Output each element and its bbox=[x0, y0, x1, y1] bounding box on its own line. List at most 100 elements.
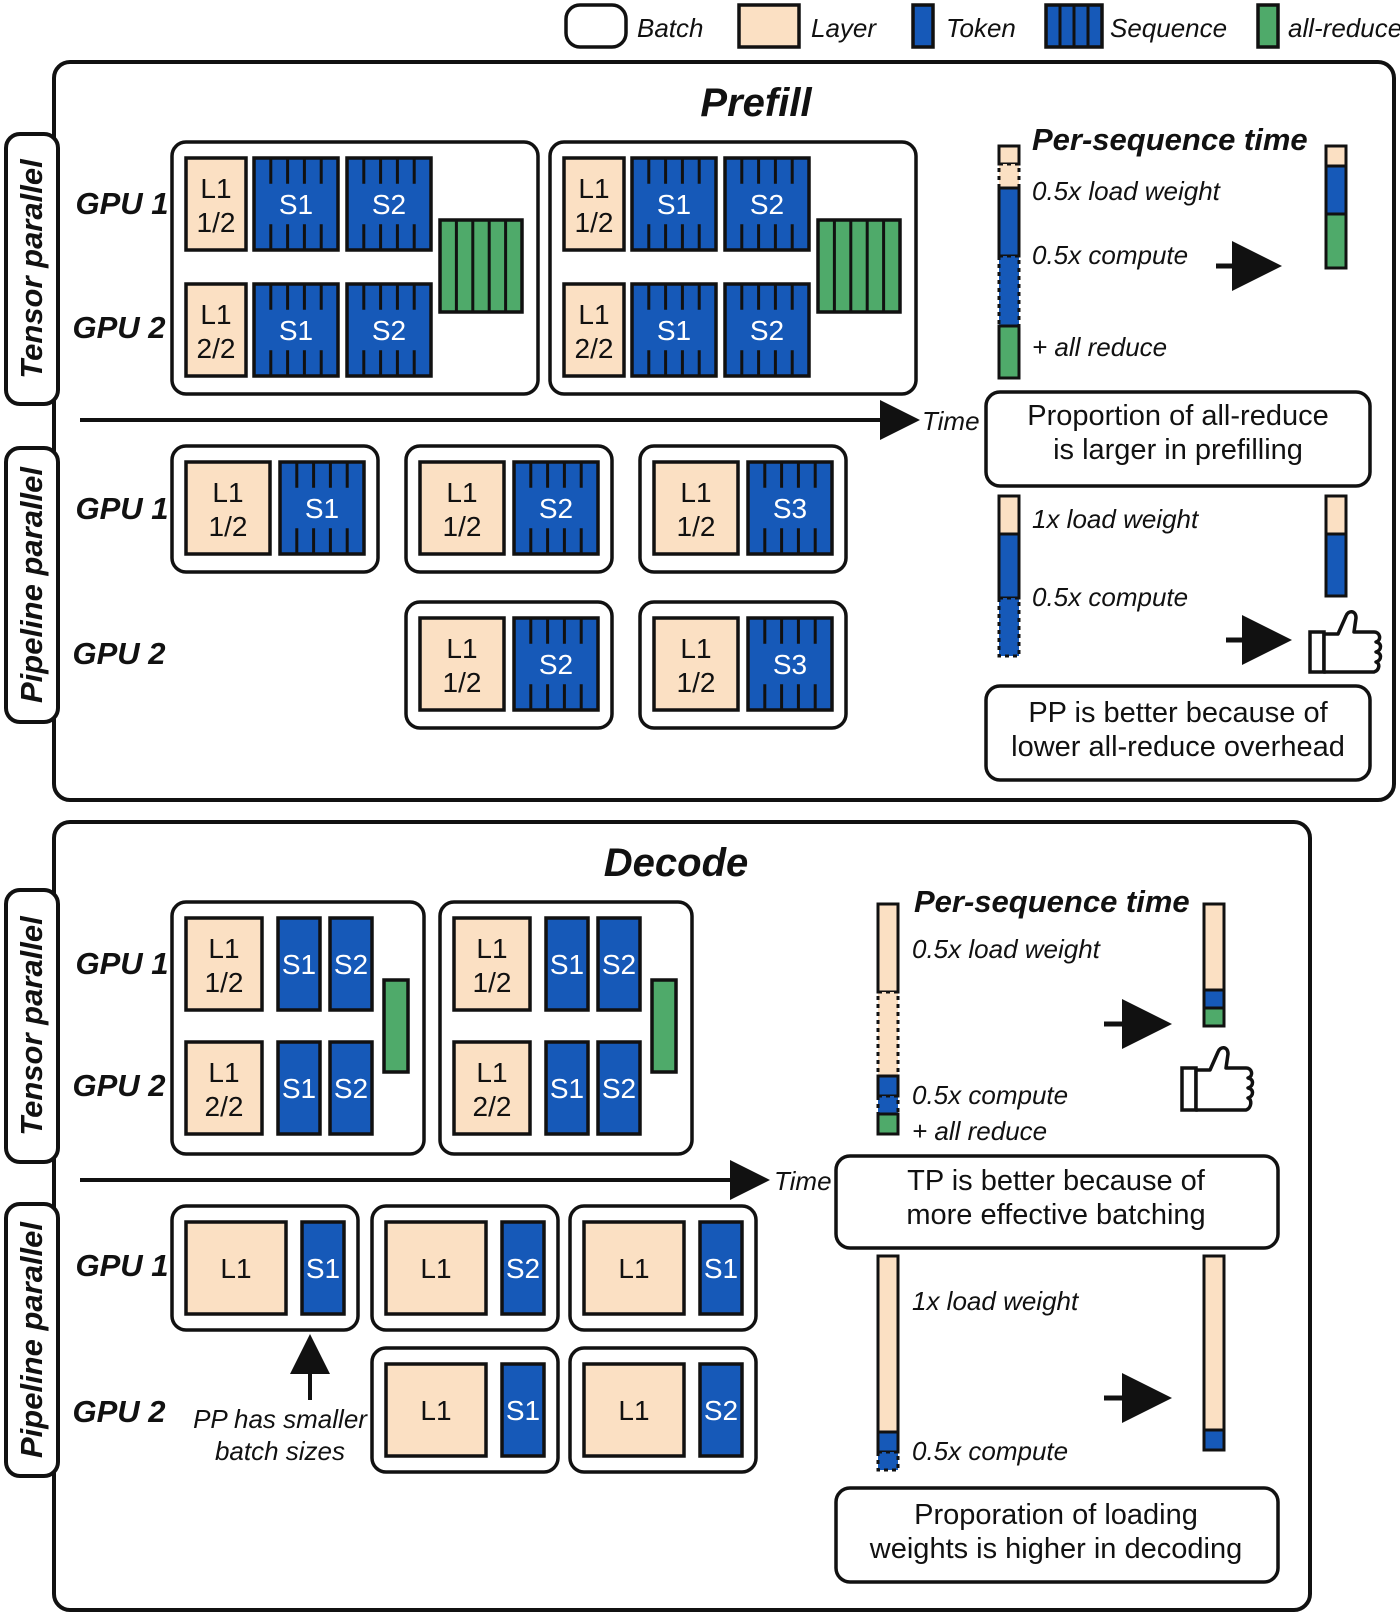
decode-title: Decode bbox=[604, 841, 749, 885]
decode-per-seq-title: Per-sequence time bbox=[914, 884, 1190, 919]
decode-tp-side-label: Tensor parallel bbox=[14, 915, 49, 1136]
sequence-block: S1 bbox=[252, 156, 340, 252]
prefill-panel: Prefill Tensor parallel Pipeline paralle… bbox=[4, 60, 1396, 802]
token-rect bbox=[252, 156, 340, 252]
legend-layer-label: Layer bbox=[811, 13, 877, 43]
sequence-block: S2 bbox=[345, 282, 433, 378]
token-rect bbox=[630, 282, 718, 378]
decode-pp-batch: L1 S1 bbox=[370, 1346, 560, 1474]
decode-pp-gpu1-label: GPU 1 bbox=[75, 1248, 168, 1283]
token-block: S2 bbox=[698, 1362, 744, 1458]
layer-block: L1 bbox=[582, 1220, 686, 1316]
prefill-tp-result-bar bbox=[1324, 144, 1348, 270]
layer-label-line1: L1 bbox=[200, 299, 231, 330]
text-line: Proportion of all-reduce bbox=[1027, 400, 1328, 432]
sequence-block: S2 bbox=[723, 282, 811, 378]
legend-sequence-swatch bbox=[1044, 3, 1104, 49]
legend-batch-label: Batch bbox=[637, 13, 704, 43]
sequence-label: S2 bbox=[602, 949, 636, 980]
sequence-block: S2 bbox=[723, 156, 811, 252]
layer-label-line1: L1 bbox=[208, 1057, 239, 1088]
sequence-label: S2 bbox=[506, 1253, 540, 1284]
token-rect bbox=[512, 460, 600, 556]
sequence-block: S2 bbox=[512, 616, 600, 712]
token-block: S2 bbox=[328, 1040, 374, 1136]
prefill-tp-gpu2-label: GPU 2 bbox=[72, 310, 165, 345]
layer-label-line2: 1/2 bbox=[677, 667, 716, 698]
token-block: S1 bbox=[698, 1220, 744, 1316]
prefill-tp-side-label: Tensor parallel bbox=[14, 158, 49, 379]
sequence-label: S1 bbox=[506, 1395, 540, 1426]
layer-label-line1: L1 bbox=[578, 299, 609, 330]
sequence-label: S1 bbox=[282, 949, 316, 980]
layer-block: L1 bbox=[582, 1362, 686, 1458]
prefill-pp-result-bar bbox=[1324, 494, 1348, 598]
token-rect bbox=[746, 460, 834, 556]
text-line: lower all-reduce overhead bbox=[1011, 731, 1345, 763]
allreduce-rect bbox=[382, 978, 410, 1074]
token-rect bbox=[345, 282, 433, 378]
sequence-label: S2 bbox=[372, 189, 406, 220]
decode-pp-batch: L1 S2 bbox=[370, 1204, 560, 1332]
sequence-label: S1 bbox=[306, 1253, 340, 1284]
sequence-label: S1 bbox=[279, 189, 313, 220]
decode-tp-gpu2-label: GPU 2 bbox=[72, 1068, 165, 1103]
layer-label: L1 bbox=[420, 1253, 451, 1284]
decode-pp-time-bar bbox=[876, 1254, 900, 1472]
token-rect bbox=[300, 1220, 346, 1316]
token-block: S2 bbox=[500, 1220, 546, 1316]
decode-tp-side-box bbox=[4, 888, 60, 1164]
prefill-pp-compute-label: 0.5x compute bbox=[1032, 582, 1188, 612]
layer-label-line2: 1/2 bbox=[677, 511, 716, 542]
layer-block: L1 bbox=[384, 1220, 488, 1316]
token-rect bbox=[698, 1362, 744, 1458]
sequence-label: S3 bbox=[773, 649, 807, 680]
sequence-label: S1 bbox=[550, 949, 584, 980]
thumbs-up-icon bbox=[1180, 1046, 1255, 1112]
layer-label-line2: 2/2 bbox=[197, 333, 236, 364]
layer-label-line1: L1 bbox=[446, 633, 477, 664]
token-rect bbox=[500, 1220, 546, 1316]
layer-label-line1: L1 bbox=[680, 633, 711, 664]
layer-label-line2: 2/2 bbox=[575, 333, 614, 364]
token-block: S2 bbox=[328, 916, 374, 1012]
decode-panel: Decode Tensor parallel Pipeline parallel… bbox=[4, 820, 1312, 1612]
sequence-block: S3 bbox=[746, 616, 834, 712]
sequence-block: S1 bbox=[630, 156, 718, 252]
layer-label-line2: 1/2 bbox=[443, 667, 482, 698]
sequence-block: S1 bbox=[278, 460, 366, 556]
legend-batch-swatch bbox=[564, 3, 628, 49]
sequence-label: S2 bbox=[372, 315, 406, 346]
prefill-pp-gpu1-label: GPU 1 bbox=[75, 491, 168, 526]
token-rect bbox=[746, 616, 834, 712]
token-rect bbox=[544, 916, 590, 1012]
allreduce-rect bbox=[650, 978, 678, 1074]
sequence-label: S2 bbox=[334, 1073, 368, 1104]
token-rect bbox=[596, 916, 642, 1012]
decode-pp-side-box bbox=[4, 1202, 60, 1478]
prefill-pp-side-label: Pipeline parallel bbox=[14, 466, 49, 703]
layer-label-line2: 1/2 bbox=[443, 511, 482, 542]
token-rect bbox=[328, 916, 374, 1012]
legend-sequence-label: Sequence bbox=[1110, 13, 1227, 43]
token-rect bbox=[345, 156, 433, 252]
layer-label: L1 bbox=[618, 1395, 649, 1426]
token-rect bbox=[630, 156, 718, 252]
prefill-time-label: Time bbox=[922, 406, 980, 436]
text-line: is larger in prefilling bbox=[1053, 434, 1303, 466]
token-block: S1 bbox=[276, 916, 322, 1012]
thumbs-up-icon bbox=[1308, 610, 1383, 674]
layer-label-line2: 1/2 bbox=[197, 207, 236, 238]
sequence-label: S1 bbox=[279, 315, 313, 346]
